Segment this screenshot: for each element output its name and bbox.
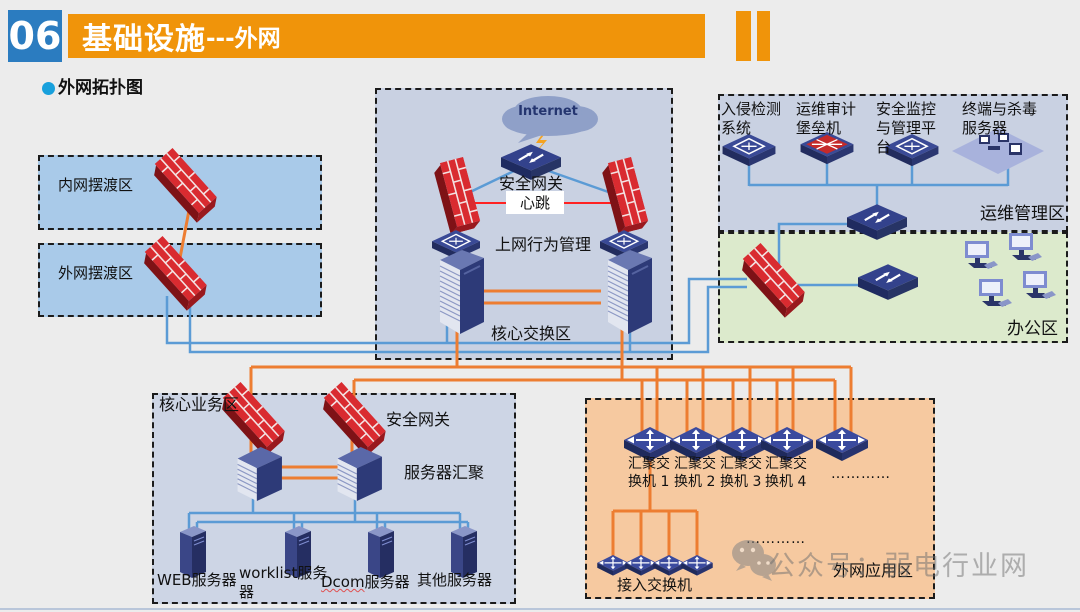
internet-label: Internet bbox=[518, 104, 578, 119]
security-monitor-label: 安全监控 与管理平 台 bbox=[876, 100, 937, 156]
agg-switch-icon bbox=[816, 427, 868, 465]
mid-ellipsis: ………… bbox=[746, 531, 806, 547]
office-zone-label: 办公区 bbox=[1007, 319, 1058, 339]
web-server-label: WEB服务器 bbox=[157, 571, 237, 589]
title-banner: 基础设施 ---外网 bbox=[68, 14, 705, 58]
bullet-icon bbox=[42, 82, 55, 95]
ops-zone-label: 运维管理区 bbox=[980, 204, 1065, 224]
deco-bar bbox=[757, 11, 770, 61]
biz-gateway-label: 安全网关 bbox=[386, 410, 451, 429]
access-switch-icon bbox=[681, 555, 713, 578]
worklist-server-label: worklist服务 器 bbox=[239, 564, 328, 601]
behavior-mgmt-label: 上网行为管理 bbox=[495, 235, 592, 254]
slide-number: 06 bbox=[8, 10, 62, 62]
core-switch-icon bbox=[596, 250, 652, 334]
dcom-server-icon bbox=[364, 524, 398, 578]
workstation-icon bbox=[1006, 232, 1042, 266]
agg-switch-label-2: 汇聚交 换机 2 bbox=[674, 456, 716, 490]
web-server-icon bbox=[176, 524, 210, 578]
server-agg-switch-icon bbox=[224, 447, 282, 501]
section-title: 外网拓扑图 bbox=[58, 78, 143, 98]
workstation-icon bbox=[962, 240, 998, 274]
ops-router-icon bbox=[847, 204, 907, 242]
server-agg-label: 服务器汇聚 bbox=[404, 463, 485, 482]
agg-switch-label-3: 汇聚交 换机 3 bbox=[720, 456, 762, 490]
app-zone-label: 外网应用区 bbox=[833, 561, 914, 580]
server-agg-switch-icon bbox=[324, 447, 382, 501]
deco-bar bbox=[736, 11, 751, 61]
dcom-word: Dcom bbox=[321, 573, 365, 591]
ids-label: 入侵检测 系统 bbox=[721, 100, 782, 137]
agg-switch-label-4: 汇聚交 换机 4 bbox=[765, 456, 807, 490]
page-title-suffix: ---外网 bbox=[206, 26, 281, 52]
agg-ellipsis: ………… bbox=[831, 466, 891, 482]
page-title: 基础设施 bbox=[82, 22, 206, 57]
core-switch-icon bbox=[428, 250, 484, 334]
other-server-label: 其他服务器 bbox=[417, 571, 493, 589]
heartbeat-label: 心跳 bbox=[506, 191, 564, 214]
dcom-rest: 服务器 bbox=[364, 573, 410, 591]
dcom-server-label: Dcom服务器 bbox=[321, 573, 410, 592]
bastion-label: 运维审计 堡垒机 bbox=[796, 100, 857, 137]
access-switch-label: 接入交换机 bbox=[617, 576, 693, 594]
heartbeat-text: 心跳 bbox=[519, 194, 550, 212]
zone-label-extranet-ferry: 外网摆渡区 bbox=[58, 264, 134, 282]
other-server-icon bbox=[447, 524, 481, 578]
zone-label-intranet-ferry: 内网摆渡区 bbox=[58, 176, 134, 194]
agg-switch-label-1: 汇聚交 换机 1 bbox=[628, 456, 670, 490]
ids-device-icon bbox=[722, 134, 776, 168]
workstation-icon bbox=[976, 278, 1012, 312]
workstation-icon bbox=[1020, 270, 1056, 304]
bottom-rule bbox=[0, 608, 1080, 610]
office-router-icon bbox=[858, 264, 918, 302]
biz-zone-label: 核心业务区 bbox=[159, 395, 240, 414]
watermark-text: 公众号：弱电行业网 bbox=[768, 551, 1029, 582]
antivirus-label: 终端与杀毒 服务器 bbox=[962, 100, 1038, 137]
core-zone-label: 核心交换区 bbox=[491, 324, 572, 343]
